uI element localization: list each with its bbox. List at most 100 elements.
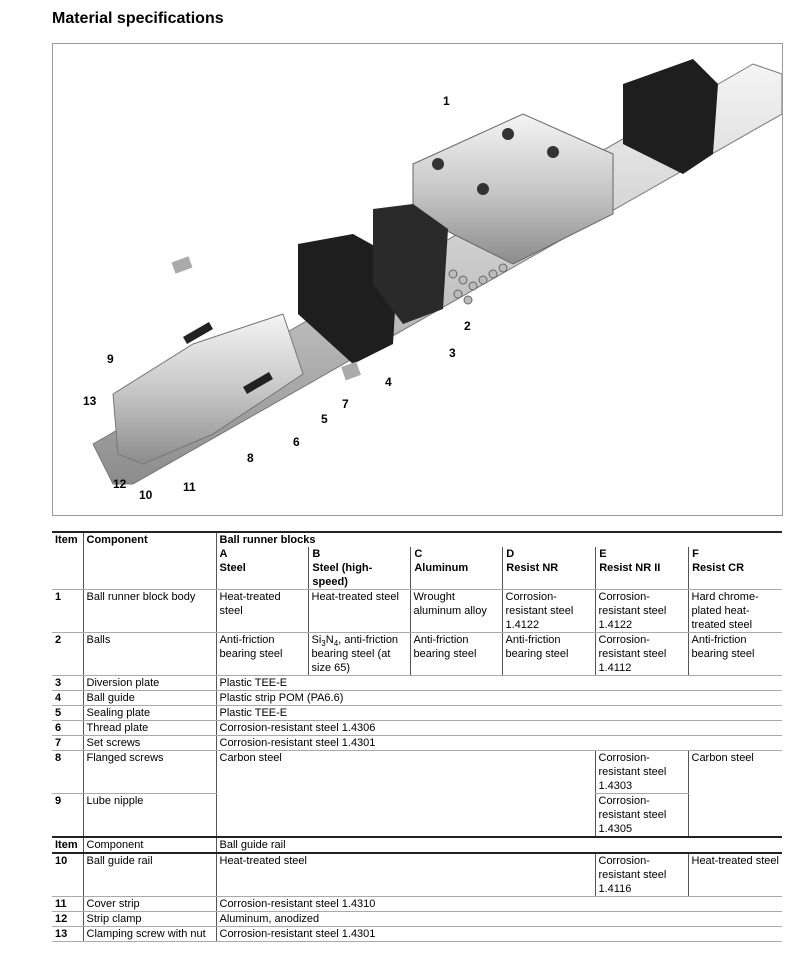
header-ball-runner-blocks: Ball runner blocks <box>219 534 316 546</box>
cell-all: Corrosion-resistant steel 1.4306 <box>215 720 783 736</box>
item-number: 12 <box>52 911 83 927</box>
component-name: Balls <box>82 632 216 676</box>
exploded-view-illustration: 1 2 3 4 5 6 7 8 9 10 11 12 13 <box>52 43 783 516</box>
cell-f: Carbon steel <box>687 750 783 838</box>
cell-f: Anti-friction bearing steel <box>687 632 783 676</box>
item-number: 10 <box>52 853 83 897</box>
cell-a: Heat-treated steel <box>215 589 308 633</box>
balls <box>448 263 508 305</box>
cell-d: Anti-friction bearing steel <box>501 632 595 676</box>
callout-1: 1 <box>443 94 450 108</box>
cell-e: Corrosion-resistant steel 1.4122 <box>594 589 688 633</box>
component-name: Ball guide <box>82 690 216 706</box>
component-name: Ball guide rail <box>82 853 216 897</box>
cell-all: Aluminum, anodized <box>215 911 783 927</box>
callout-8: 8 <box>247 451 254 465</box>
cell-e: Corrosion-resistant steel 1.4112 <box>594 632 688 676</box>
linear-guide-drawing <box>92 59 782 485</box>
item-number: 3 <box>52 675 83 691</box>
ball-guide <box>373 204 448 324</box>
table-row: 8 Flanged screws Carbon steel Corrosion-… <box>52 750 783 838</box>
cell-a-to-d: Heat-treated steel <box>215 853 595 897</box>
cell-all: Corrosion-resistant steel 1.4301 <box>215 926 783 942</box>
cell-all: Corrosion-resistant steel 1.4301 <box>215 735 783 751</box>
cell-all: Plastic strip POM (PA6.6) <box>215 690 783 706</box>
cell-d: Corrosion-resistant steel 1.4122 <box>501 589 595 633</box>
component-name: Thread plate <box>82 720 216 736</box>
cell-e: Corrosion-resistant steel 1.4305 <box>594 793 688 838</box>
table-row: 10 Ball guide rail Heat-treated steel Co… <box>52 853 783 897</box>
item-number: 9 <box>52 793 83 838</box>
callout-12: 12 <box>113 477 127 491</box>
item-number: 5 <box>52 705 83 721</box>
item-number: 11 <box>52 896 83 912</box>
header-ball-guide-rail: Ball guide rail <box>215 836 783 854</box>
callout-3: 3 <box>449 346 456 360</box>
header-item: Item <box>52 836 83 854</box>
cell-all: Plastic TEE-E <box>215 675 783 691</box>
callout-7: 7 <box>342 397 349 411</box>
callout-6: 6 <box>293 435 300 449</box>
strip-clamp <box>112 313 304 465</box>
component-name: Flanged screws <box>82 750 216 794</box>
component-name: Set screws <box>82 735 216 751</box>
callout-11: 11 <box>183 480 196 494</box>
item-number: 8 <box>52 750 83 794</box>
item-number: 2 <box>52 632 83 676</box>
item-number: 1 <box>52 589 83 633</box>
component-name: Cover strip <box>82 896 216 912</box>
cell-b: Heat-treated steel <box>307 589 410 633</box>
component-name: Sealing plate <box>82 705 216 721</box>
cell-e: Corrosion-resistant steel 1.4116 <box>594 853 688 897</box>
callout-4: 4 <box>385 375 392 389</box>
cell-a-to-d: Carbon steel <box>215 750 595 838</box>
header-component: Component <box>82 836 216 854</box>
item-number: 6 <box>52 720 83 736</box>
component-name: Lube nipple <box>82 793 216 838</box>
callout-10: 10 <box>139 488 153 502</box>
cell-c: Anti-friction bearing steel <box>409 632 502 676</box>
table-row: 2 Balls Anti-friction bearing steel Si3N… <box>52 632 783 676</box>
component-name: Diversion plate <box>82 675 216 691</box>
callout-13: 13 <box>83 394 97 408</box>
cell-f: Heat-treated steel <box>687 853 783 897</box>
cell-a: Anti-friction bearing steel <box>215 632 308 676</box>
callout-2: 2 <box>464 319 471 333</box>
item-number: 13 <box>52 926 83 942</box>
end-cap-right <box>623 59 718 174</box>
cell-c: Wrought aluminum alloy <box>409 589 502 633</box>
callout-9: 9 <box>107 352 114 366</box>
cell-all: Corrosion-resistant steel 1.4310 <box>215 896 783 912</box>
component-name: Clamping screw with nut <box>82 926 216 942</box>
item-number: 4 <box>52 690 83 706</box>
cell-all: Plastic TEE-E <box>215 705 783 721</box>
table-row: 9 Lube nipple Corrosion-resistant steel … <box>52 793 782 838</box>
rail-header-row: Item Component Ball guide rail <box>52 836 783 854</box>
cell-e: Corrosion-resistant steel 1.4303 <box>594 750 688 794</box>
table-row: 1 Ball runner block body Heat-treated st… <box>52 589 783 633</box>
header-item: Item <box>52 531 83 590</box>
component-name: Strip clamp <box>82 911 216 927</box>
callout-5: 5 <box>321 412 328 426</box>
item-number: 7 <box>52 735 83 751</box>
cell-b: Si3N4, anti-friction bearing steel (at s… <box>307 632 410 676</box>
page-title: Material specifications <box>52 10 224 27</box>
component-name: Ball runner block body <box>82 589 216 633</box>
